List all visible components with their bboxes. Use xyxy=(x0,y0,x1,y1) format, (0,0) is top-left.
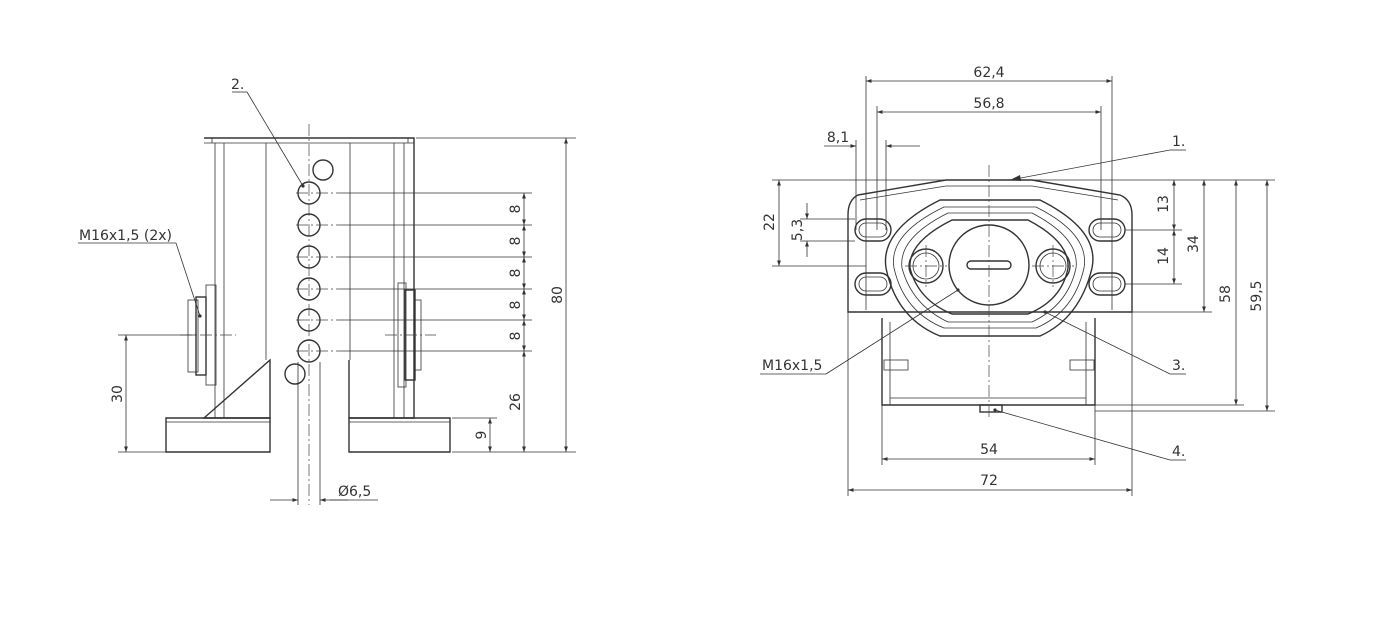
side-view: 8 8 8 8 8 26 80 9 30 Ø6,5 2. M16x1,5 (2x… xyxy=(78,77,576,505)
dim-22: 22 xyxy=(762,213,778,231)
front-oval-body xyxy=(884,199,1094,337)
dim-14: 14 xyxy=(1156,247,1172,265)
dim-outer-width-top: 62,4 xyxy=(973,65,1004,81)
mounting-slot xyxy=(1088,218,1126,242)
dim-led-pitch-5: 8 xyxy=(508,332,524,341)
dim-led-pitch-3: 8 xyxy=(508,269,524,278)
dim-54: 54 xyxy=(980,442,998,458)
mounting-slots xyxy=(854,218,1126,296)
callout-2-label: 2. xyxy=(231,77,244,93)
mounting-slot xyxy=(1088,272,1126,296)
dim-led-pitch-4: 8 xyxy=(508,301,524,310)
callout-3-label: 3. xyxy=(1172,358,1185,374)
side-base-flange xyxy=(165,417,451,453)
dim-hole-pitch: 56,8 xyxy=(973,96,1004,112)
dim-base-height: 9 xyxy=(474,431,490,440)
dim-total-height: 80 xyxy=(550,286,566,304)
dim-13: 13 xyxy=(1156,195,1172,213)
front-lower-housing xyxy=(881,318,1096,406)
dim-cable-axis: 30 xyxy=(110,385,126,403)
front-view: 62,4 56,8 8,1 22 5,3 13 14 34 58 59,5 54… xyxy=(760,65,1275,496)
dim-led-pitch-2: 8 xyxy=(508,237,524,246)
thread-front-label: M16x1,5 xyxy=(762,358,822,374)
callout-4-label: 4. xyxy=(1172,444,1185,460)
mounting-slot xyxy=(854,272,892,296)
dim-58: 58 xyxy=(1218,285,1234,303)
dim-34: 34 xyxy=(1186,235,1202,253)
dim-led-bottom: 26 xyxy=(508,393,524,411)
dim-led-pitch-1: 8 xyxy=(508,205,524,214)
front-flange-plate xyxy=(847,179,1133,313)
screw-hole xyxy=(284,363,306,385)
callout-1-label: 1. xyxy=(1172,134,1185,150)
screw-hole xyxy=(312,159,334,181)
dim-slot-width: 8,1 xyxy=(827,130,849,146)
side-housing xyxy=(202,137,415,419)
mounting-slot xyxy=(854,218,892,242)
dim-59-5: 59,5 xyxy=(1249,280,1265,311)
dim-led-diameter: Ø6,5 xyxy=(338,484,371,500)
dim-5-3: 5,3 xyxy=(790,219,806,241)
dim-72: 72 xyxy=(980,473,998,489)
thread-side-label: M16x1,5 (2x) xyxy=(79,228,172,244)
